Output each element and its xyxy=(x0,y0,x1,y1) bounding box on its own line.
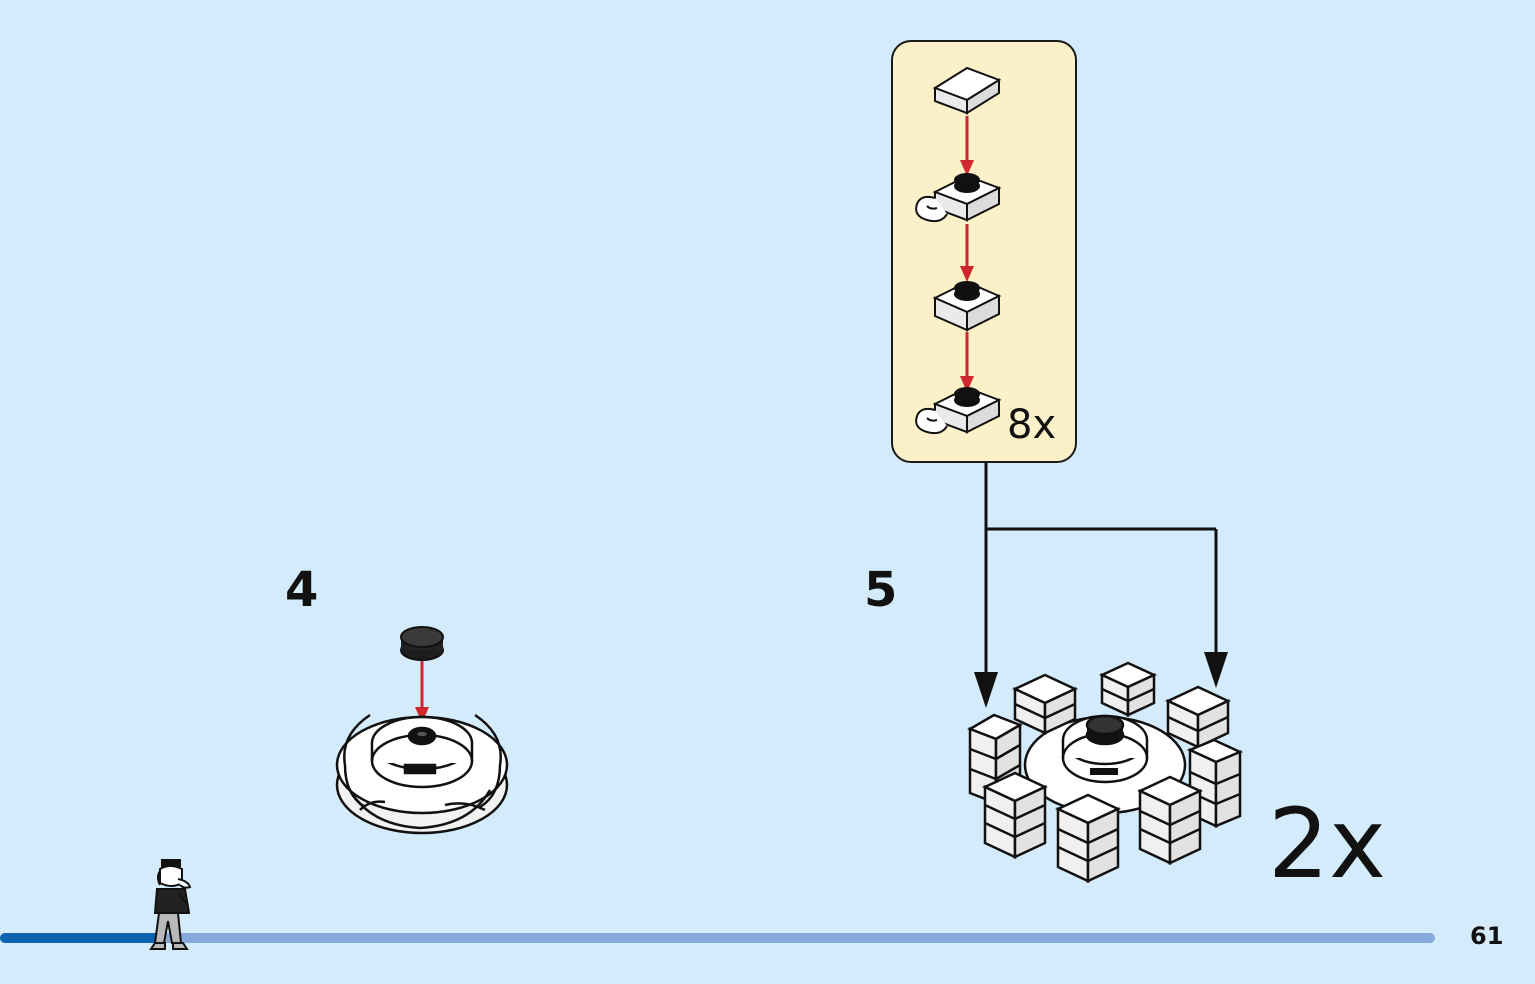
plate-1x1-part xyxy=(932,280,1002,332)
insert-arrow-icon xyxy=(960,116,974,176)
insert-arrow-icon xyxy=(960,332,974,392)
step-4-number: 4 xyxy=(285,562,319,618)
insert-arrow-icon xyxy=(415,661,429,723)
ring-assembly xyxy=(335,713,509,835)
insert-arrow-icon xyxy=(960,224,974,282)
page-number: 61 xyxy=(1470,922,1504,950)
plate-stack xyxy=(967,661,1244,883)
subassembly-illustration xyxy=(915,66,1002,435)
clip-plate-part xyxy=(915,386,1002,435)
progress-bar-fill xyxy=(0,933,158,943)
progress-bar-track xyxy=(0,933,1435,943)
flat-tile-part xyxy=(932,66,1002,115)
clip-plate-part xyxy=(915,173,1002,223)
build-quantity: 2x xyxy=(1268,788,1386,900)
round-tile-part xyxy=(400,626,444,661)
subassembly-callout xyxy=(891,40,1077,463)
step-5-illustration xyxy=(967,661,1244,883)
walking-minifigure-icon xyxy=(149,859,192,950)
step-5-number: 5 xyxy=(864,562,898,618)
subassembly-quantity: 8x xyxy=(1007,402,1057,448)
step-4-illustration xyxy=(335,626,509,835)
down-arrow-icon xyxy=(974,672,998,708)
down-arrow-icon xyxy=(1204,652,1228,688)
callout-connector-lines xyxy=(974,462,1228,708)
